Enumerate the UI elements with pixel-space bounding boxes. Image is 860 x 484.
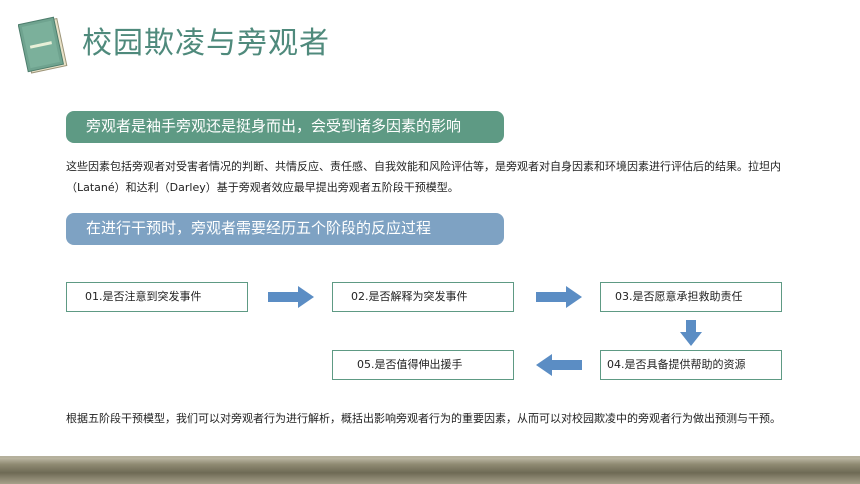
- stage-5-box: 05.是否值得伸出援手: [332, 350, 514, 380]
- ground-decoration: [0, 456, 860, 484]
- stage-3-box: 03.是否愿意承担救助责任: [600, 282, 782, 312]
- stage-2-box: 02.是否解释为突发事件: [332, 282, 514, 312]
- ground-line: [0, 456, 860, 458]
- arrow-right-icon: [268, 286, 314, 308]
- factor-banner: 旁观者是袖手旁观还是挺身而出，会受到诸多因素的影响: [66, 111, 504, 143]
- page-title: 校园欺凌与旁观者: [82, 26, 330, 61]
- stage-4-box: 04.是否具备提供帮助的资源: [600, 350, 782, 380]
- stage-1-box: 01.是否注意到突发事件: [66, 282, 248, 312]
- factors-paragraph: 这些因素包括旁观者对受害者情况的判断、共情反应、责任感、自我效能和风险评估等，是…: [66, 160, 781, 194]
- stages-banner: 在进行干预时，旁观者需要经历五个阶段的反应过程: [66, 213, 504, 245]
- arrow-down-icon: [680, 320, 702, 346]
- arrow-left-icon: [536, 354, 582, 376]
- conclusion-paragraph: 根据五阶段干预模型，我们可以对旁观者行为进行解析，概括出影响旁观者行为的重要因素…: [66, 412, 781, 425]
- book-icon: [18, 16, 68, 74]
- arrow-right-icon: [536, 286, 582, 308]
